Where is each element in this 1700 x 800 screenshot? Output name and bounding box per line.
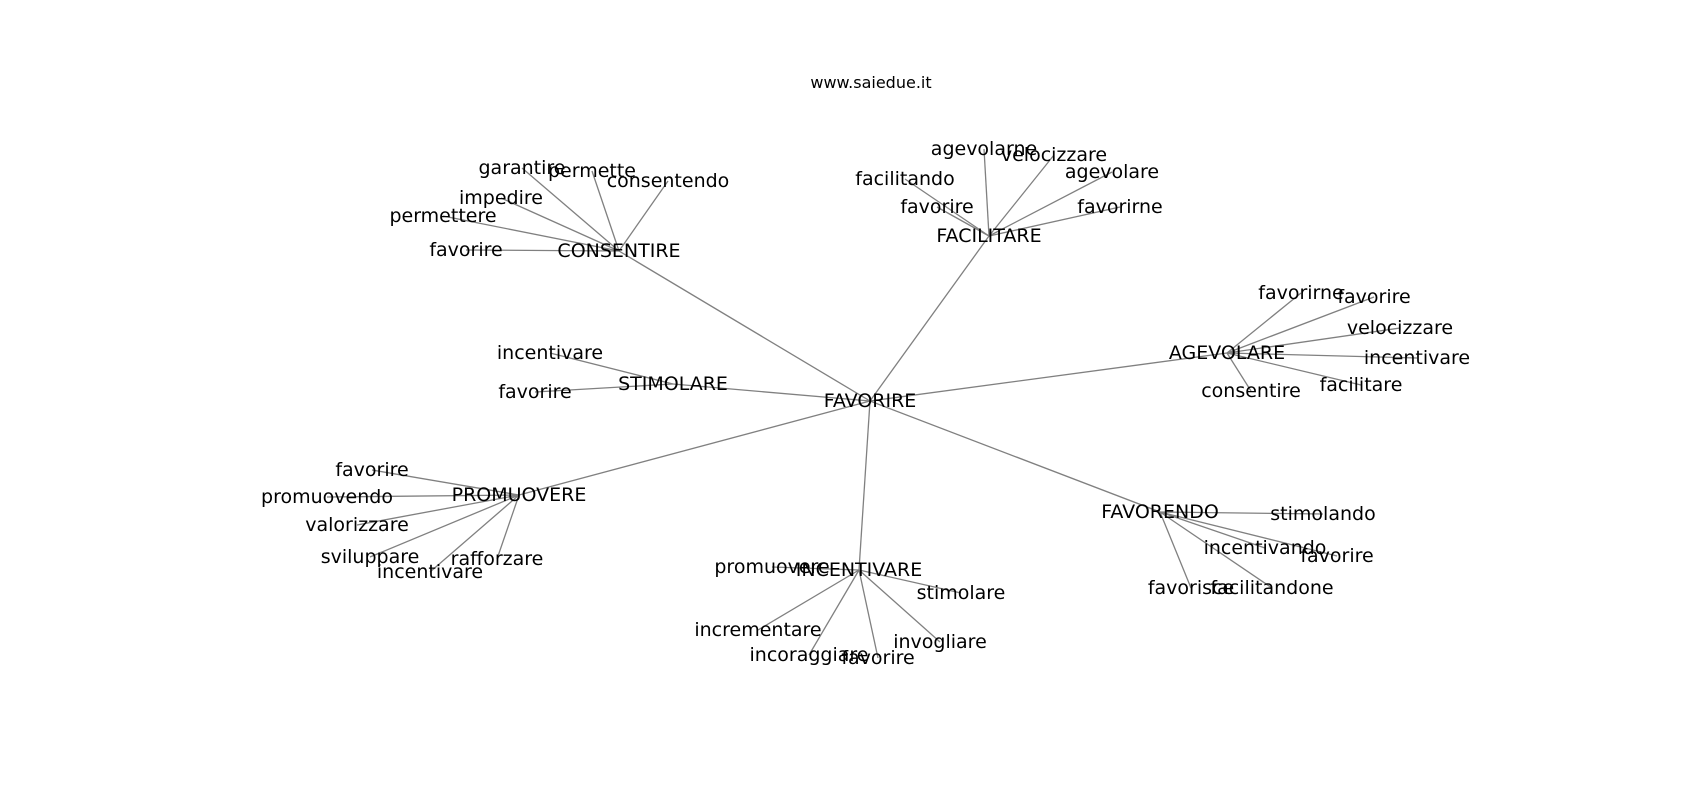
- leaf-node-label: invogliare: [893, 631, 987, 653]
- leaf-node-label: consentendo: [607, 170, 730, 192]
- edge-hub-leaf: [1226, 352, 1418, 359]
- leaf-node-label: favorirne: [1077, 196, 1163, 218]
- edge-hub-leaf: [988, 171, 1113, 237]
- leaf-node-label: valorizzare: [305, 514, 409, 536]
- hub-node-label: FAVORENDO: [1101, 501, 1219, 523]
- leaf-node-label: incrementare: [694, 619, 821, 641]
- leaf-node-label: incentivare: [1364, 347, 1470, 369]
- leaf-node-label: favorire: [841, 647, 914, 669]
- leaf-node-label: impedire: [459, 187, 543, 209]
- leaf-node-label: garantire: [478, 157, 565, 179]
- edge-center-hub: [672, 383, 871, 402]
- edge-center-hub: [869, 235, 990, 402]
- edge-hub-leaf: [1226, 352, 1362, 386]
- leaf-node-label: agevolarne: [931, 138, 1037, 160]
- edge-hub-leaf: [858, 569, 941, 643]
- leaf-node-label: favorisce: [1148, 577, 1234, 599]
- hub-node-label: PROMUOVERE: [452, 484, 587, 506]
- leaf-node-label: sviluppare: [321, 546, 420, 568]
- leaf-node-label: rafforzare: [451, 548, 544, 570]
- edge-hub-leaf: [983, 148, 990, 237]
- leaf-node-label: promuovere: [714, 556, 829, 578]
- edge-hub-leaf: [429, 494, 520, 573]
- graph-edges: [326, 148, 1418, 659]
- edge-hub-leaf: [858, 569, 962, 594]
- edge-hub-leaf: [521, 167, 620, 252]
- edge-hub-leaf: [371, 469, 520, 496]
- leaf-node-label: agevolare: [1065, 161, 1159, 183]
- edge-hub-leaf: [369, 494, 520, 558]
- edge-hub-leaf: [808, 569, 860, 656]
- edge-hub-leaf: [1159, 511, 1338, 557]
- edge-hub-leaf: [442, 215, 620, 252]
- edge-hub-leaf: [1159, 511, 1324, 515]
- hub-node-label: CONSENTIRE: [557, 240, 680, 262]
- leaf-node-label: favorire: [498, 381, 571, 403]
- edge-hub-leaf: [326, 494, 520, 498]
- edge-hub-leaf: [1159, 511, 1192, 589]
- edge-center-hub: [618, 250, 871, 402]
- edge-center-hub: [869, 352, 1228, 402]
- leaf-node-label: incentivando: [1204, 537, 1327, 559]
- edge-hub-leaf: [936, 206, 990, 237]
- edge-hub-leaf: [549, 352, 674, 385]
- edge-hub-leaf: [757, 569, 860, 631]
- edge-hub-leaf: [988, 154, 1055, 237]
- edge-hub-leaf: [1226, 296, 1375, 354]
- leaf-node-label: permettere: [389, 205, 496, 227]
- edge-hub-leaf: [500, 197, 620, 252]
- edge-hub-leaf: [496, 494, 520, 560]
- edge-hub-leaf: [858, 569, 879, 659]
- leaf-node-label: facilitare: [1320, 374, 1403, 396]
- edge-hub-leaf: [1159, 511, 1266, 549]
- leaf-node-label: incentivare: [377, 561, 483, 583]
- hub-node-label: INCENTIVARE: [796, 559, 923, 581]
- hub-node-label: AGEVOLARE: [1169, 342, 1285, 364]
- leaf-node-label: favorire: [335, 459, 408, 481]
- edge-hub-leaf: [1159, 511, 1273, 589]
- edge-hub-leaf: [356, 494, 520, 526]
- edge-hub-leaf: [618, 180, 669, 252]
- hub-node-label: STIMOLARE: [618, 373, 728, 395]
- leaf-node-label: stimolando: [1270, 503, 1375, 525]
- leaf-node-label: favorire: [1337, 286, 1410, 308]
- leaf-node-label: permette: [548, 160, 636, 182]
- edge-hub-leaf: [771, 566, 860, 571]
- leaf-node-label: favorire: [900, 196, 973, 218]
- center-node-label: FAVORIRE: [824, 390, 917, 412]
- leaf-node-label: velocizzare: [1001, 144, 1107, 166]
- edge-hub-leaf: [1226, 292, 1302, 354]
- leaf-node-label: incentivare: [497, 342, 603, 364]
- edge-hub-leaf: [1226, 327, 1401, 354]
- leaf-node-label: incoraggiare: [750, 644, 869, 666]
- graph-title: www.saiedue.it: [810, 73, 931, 92]
- edge-hub-leaf: [465, 249, 620, 252]
- edge-center-hub: [858, 400, 871, 571]
- leaf-node-label: promuovendo: [261, 486, 393, 508]
- edge-hub-leaf: [591, 170, 620, 252]
- edge-hub-leaf: [904, 178, 990, 237]
- leaf-node-label: favorirne: [1258, 282, 1344, 304]
- leaf-node-label: facilitandone: [1210, 577, 1333, 599]
- leaf-node-label: consentire: [1201, 380, 1301, 402]
- leaf-node-label: favorire: [1300, 545, 1373, 567]
- edge-hub-leaf: [988, 206, 1121, 237]
- edge-hub-leaf: [1226, 352, 1252, 392]
- leaf-node-label: velocizzare: [1347, 317, 1453, 339]
- edge-hub-leaf: [534, 383, 674, 393]
- edge-center-hub: [869, 400, 1161, 513]
- leaf-node-label: stimolare: [917, 582, 1006, 604]
- edge-center-hub: [518, 400, 871, 496]
- hub-node-label: FACILITARE: [936, 225, 1041, 247]
- leaf-node-label: favorire: [429, 239, 502, 261]
- leaf-node-label: facilitando: [855, 168, 954, 190]
